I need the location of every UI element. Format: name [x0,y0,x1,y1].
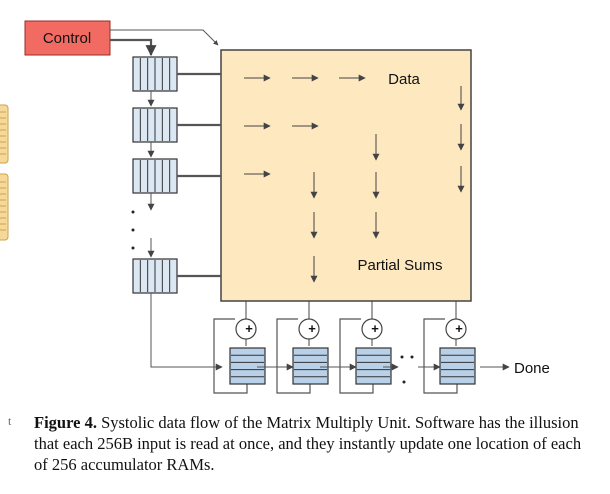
data-label: Data [388,71,420,88]
adder-plus-label: + [371,321,379,336]
accumulator-row: + + + + [213,301,476,394]
input-fifo [132,258,178,294]
input-fifo-stack [132,56,178,294]
systolic-dataflow-diagram: Control Data Partial Sums [0,20,550,394]
done-label: Done [514,360,550,377]
fifo-to-matrix-lines [177,72,221,278]
margin-mark: t [8,414,12,428]
input-fifo [132,158,178,194]
data-flow-arrows [244,74,366,178]
input-fifo [132,107,178,143]
control-to-matrix-line [110,29,219,46]
accumulator-ram [439,347,476,385]
control-to-fifo-line [110,38,157,57]
partial-sum-flow-arrows [310,86,465,283]
accumulator-ellipsis-dots [400,355,414,384]
fifo-to-accumulator-line [150,293,223,371]
partial-sums-label: Partial Sums [357,257,442,274]
fifo-ellipsis-dots [131,210,135,250]
accumulator-unit: + [339,301,392,394]
adder-plus-label: + [245,321,253,336]
control-label: Control [43,30,91,47]
adder-plus-label: + [455,321,463,336]
figure-caption: Figure 4. Systolic data flow of the Matr… [34,412,594,475]
accumulator-ram [292,347,329,385]
figure-number: Figure 4. [34,413,97,432]
accumulator-unit: + [213,301,266,394]
control-unit: Control [24,20,111,56]
side-memory-block-top [0,104,9,164]
accumulator-ram [355,347,392,385]
matrix-multiply-unit: Data Partial Sums [220,49,472,302]
accumulator-ram [229,347,266,385]
adder-plus-label: + [308,321,316,336]
input-fifo [132,56,178,92]
accumulator-unit: + [276,301,329,394]
caption-text: Systolic data flow of the Matrix Multipl… [34,413,582,474]
accumulator-unit: + [423,301,476,394]
side-memory-block-bottom [0,173,9,241]
